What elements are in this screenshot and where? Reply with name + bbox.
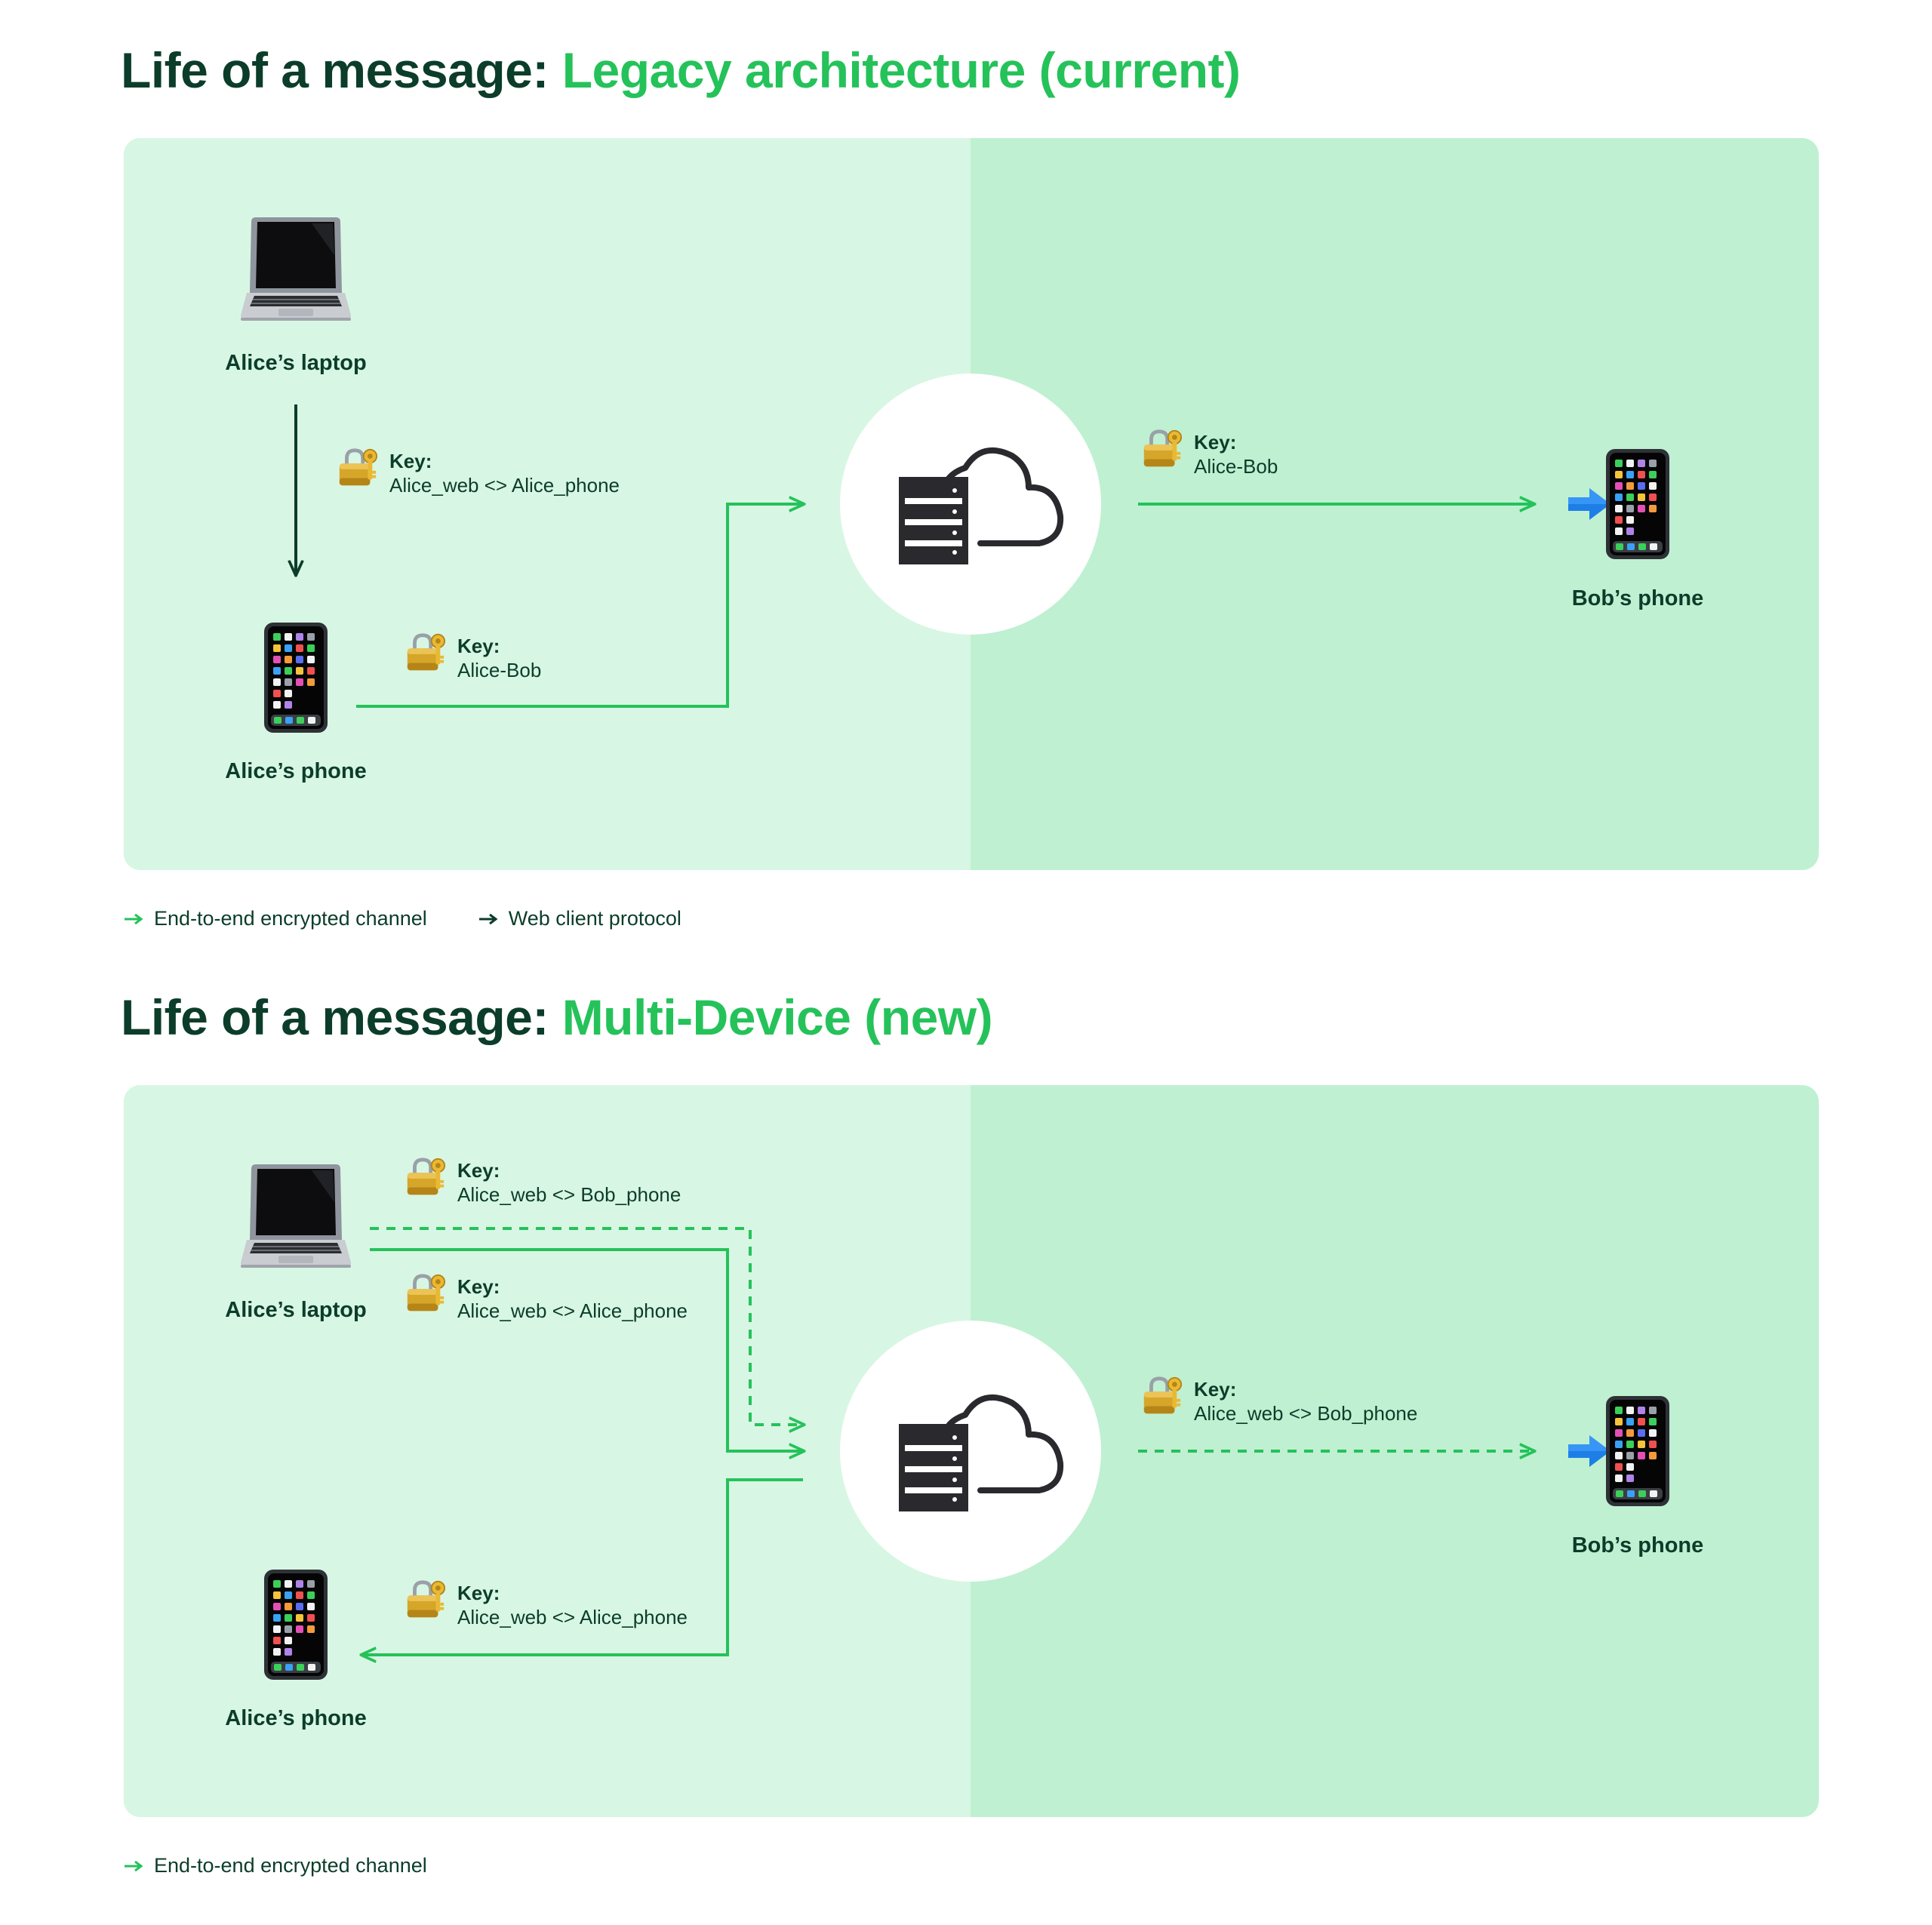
lock-key-icon (335, 446, 379, 490)
section-title-multidevice: Life of a message: Multi-Device (new) (121, 989, 993, 1045)
e2e-arrow-server-to-alice-phone (362, 1478, 803, 1655)
bob-phone-label: Bob’s phone (1571, 586, 1704, 610)
legend-multidevice: End-to-end encrypted channel (124, 1854, 478, 1877)
lock-key-icon (403, 1272, 447, 1315)
laptop-icon (239, 210, 352, 323)
section-title-legacy: Life of a message: Legacy architecture (… (121, 45, 1241, 95)
arrow-right-icon (125, 1860, 143, 1871)
key-value: Alice-Bob (1194, 455, 1278, 478)
arrow-right-icon (125, 913, 143, 924)
key-annotation: Key:Alice_web <> Alice_phone (403, 1581, 688, 1629)
phone-icon (258, 1568, 334, 1681)
title-accent: Legacy architecture (current) (561, 42, 1241, 98)
bob-phone-label: Bob’s phone (1571, 1533, 1704, 1558)
key-value: Alice_web <> Bob_phone (1194, 1402, 1418, 1425)
key-value: Alice-Bob (457, 659, 542, 681)
alice-phone-label: Alice’s phone (225, 1706, 367, 1730)
key-annotation: Key:Alice_web <> Alice_phone (403, 1275, 688, 1323)
legend-item-web: Web client protocol (478, 907, 681, 930)
phone-icon (258, 621, 334, 734)
arrow-right-icon (478, 913, 498, 924)
lock-key-icon (403, 631, 447, 675)
server-cloud-icon (840, 1321, 1101, 1582)
key-value: Alice_web <> Alice_phone (389, 474, 620, 497)
lock-key-icon (1140, 427, 1183, 471)
key-value: Alice_web <> Bob_phone (457, 1183, 681, 1206)
legend-label: Web client protocol (508, 907, 681, 930)
key-heading: Key: (457, 1159, 500, 1182)
lock-key-icon (1140, 1374, 1183, 1418)
phone-icon (1600, 447, 1675, 561)
legend-legacy: End-to-end encrypted channel Web client … (124, 907, 733, 930)
key-annotation: Key:Alice_web <> Alice_phone (335, 449, 620, 497)
key-annotation: Key:Alice-Bob (403, 634, 541, 682)
e2e-arrow-phone-to-server (356, 504, 803, 708)
key-value: Alice_web <> Alice_phone (457, 1606, 688, 1628)
key-value: Alice_web <> Alice_phone (457, 1299, 688, 1322)
key-heading: Key: (457, 1275, 500, 1298)
key-annotation: Key:Alice_web <> Bob_phone (1140, 1377, 1417, 1425)
key-heading: Key: (389, 450, 432, 472)
key-heading: Key: (457, 635, 500, 657)
server-node (840, 1321, 1101, 1582)
lock-key-icon (403, 1578, 447, 1622)
phone-icon (1600, 1395, 1675, 1508)
key-heading: Key: (1194, 1378, 1237, 1401)
server-cloud-icon (840, 374, 1101, 635)
key-heading: Key: (1194, 431, 1237, 454)
title-prefix: Life of a message: (121, 42, 562, 98)
title-accent: Multi-Device (new) (561, 989, 993, 1045)
legend-item-e2e: End-to-end encrypted channel (124, 1854, 427, 1877)
lock-key-icon (403, 1155, 447, 1199)
key-annotation: Key:Alice_web <> Bob_phone (403, 1158, 681, 1207)
legend-item-e2e: End-to-end encrypted channel (124, 907, 427, 930)
legend-label: End-to-end encrypted channel (154, 907, 427, 930)
key-annotation: Key:Alice-Bob (1140, 430, 1278, 478)
flow-lines-multidevice (124, 1227, 1819, 1817)
laptop-icon (239, 1157, 352, 1270)
alice-laptop-label: Alice’s laptop (225, 1298, 367, 1322)
flow-lines-legacy (124, 404, 1819, 708)
e2e-dashed-arrow-laptop-to-server (370, 1227, 803, 1425)
diagram-panel-legacy: Alice’s laptop Alice’s phone Bob’s phone… (124, 138, 1819, 870)
e2e-arrow-laptop-to-server (370, 1248, 803, 1451)
alice-phone-label: Alice’s phone (225, 759, 367, 783)
alice-laptop-label: Alice’s laptop (225, 351, 367, 375)
key-heading: Key: (457, 1582, 500, 1604)
diagram-panel-multidevice: Alice’s laptop Alice’s phone Bob’s phone… (124, 1085, 1819, 1817)
legend-label: End-to-end encrypted channel (154, 1854, 427, 1877)
title-prefix: Life of a message: (121, 989, 562, 1045)
server-node (840, 374, 1101, 635)
